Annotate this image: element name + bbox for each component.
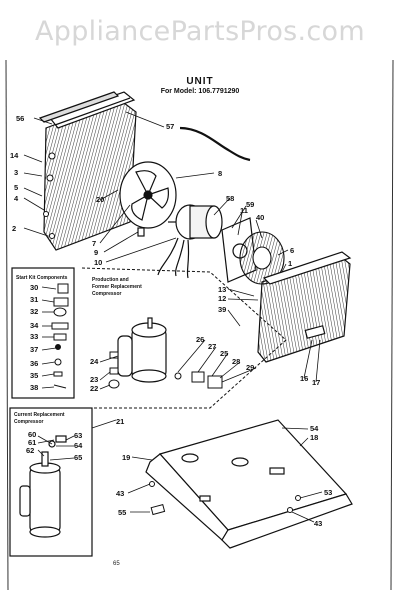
current-compressor: [19, 435, 67, 538]
callout-21: 21: [116, 417, 124, 426]
callout-6: 6: [290, 246, 294, 255]
callout-54: 54: [310, 424, 319, 433]
callout-57: 57: [166, 122, 174, 131]
callout-24: 24: [90, 357, 99, 366]
callout-58: 58: [226, 194, 234, 203]
callout-29: 29: [246, 363, 254, 372]
callout-8: 8: [218, 169, 222, 178]
callout-16: 16: [300, 374, 308, 383]
current-replacement-box: [9, 407, 93, 557]
callout-9: 9: [94, 248, 98, 257]
hardware-screws: [43, 152, 301, 516]
callout-31: 31: [30, 295, 38, 304]
leader-lines: [23, 111, 323, 523]
callout-20: 20: [96, 195, 104, 204]
filter-drier: [304, 325, 326, 339]
callout-36: 36: [30, 359, 38, 368]
callout-53: 53: [324, 488, 332, 497]
callout-14: 14: [10, 151, 19, 160]
callout-12: 12: [218, 294, 226, 303]
production-compressor: [117, 317, 167, 383]
callout-18: 18: [310, 433, 318, 442]
evaporator-coil: [43, 91, 137, 251]
callout-56: 56: [16, 114, 24, 123]
callout-23: 23: [90, 375, 98, 384]
callout-60: 60: [28, 430, 36, 439]
capillary-tube: [179, 126, 251, 162]
page-number: 65: [113, 561, 120, 567]
callout-13: 13: [218, 285, 226, 294]
callout-65: 65: [74, 453, 82, 462]
callout-7: 7: [92, 239, 96, 248]
callout-59: 59: [246, 200, 254, 209]
callout-19: 19: [122, 453, 130, 462]
production-region: [80, 267, 287, 409]
callout-55: 55: [118, 508, 126, 517]
callout-40: 40: [256, 213, 264, 222]
model-label: For Model: 106.7791290: [160, 88, 240, 95]
callout-64: 64: [74, 441, 83, 450]
callout-39: 39: [218, 305, 226, 314]
condenser-coil: [257, 251, 352, 363]
callout-3: 3: [14, 168, 18, 177]
callout-32: 32: [30, 307, 38, 316]
start-kit-label: Start Kit Components: [16, 275, 68, 281]
callout-4: 4: [14, 194, 19, 203]
start-kit-box: [11, 267, 75, 399]
callout-27: 27: [208, 342, 216, 351]
callout-34: 34: [30, 321, 39, 330]
callout-43b: 43: [314, 519, 322, 528]
fan-motor: [137, 204, 223, 279]
callout-2: 2: [12, 224, 16, 233]
callout-33: 33: [30, 332, 38, 341]
callout-11: 11: [240, 206, 248, 215]
callout-5: 5: [14, 183, 18, 192]
base-pan: [145, 419, 353, 549]
callout-28: 28: [232, 357, 240, 366]
callout-43a: 43: [116, 489, 124, 498]
start-kit-parts: [51, 283, 69, 389]
callout-37: 37: [30, 345, 38, 354]
callout-22: 22: [90, 384, 98, 393]
callout-1: 1: [288, 259, 292, 268]
callout-17: 17: [312, 378, 320, 387]
callout-labels: 56 57 14 3 5 4 2 20 8 7 9 10 58 59 11 40…: [10, 114, 332, 528]
blower-fan-blade: [119, 161, 177, 229]
callout-35: 35: [30, 371, 38, 380]
callout-26: 26: [196, 335, 204, 344]
watermark: AppliancePartsPros.com: [35, 16, 365, 47]
scan-edge: [5, 59, 394, 591]
current-label: Current Replacement Compressor: [14, 412, 66, 425]
callout-63: 63: [74, 431, 82, 440]
callout-62: 62: [26, 446, 34, 455]
callout-10: 10: [94, 258, 102, 267]
callout-30: 30: [30, 283, 38, 292]
diagram-title: UNIT: [186, 76, 214, 87]
production-label: Production and Former Replacement Compre…: [92, 277, 143, 297]
callout-38: 38: [30, 383, 38, 392]
callout-25: 25: [220, 349, 228, 358]
callout-61: 61: [28, 438, 36, 447]
